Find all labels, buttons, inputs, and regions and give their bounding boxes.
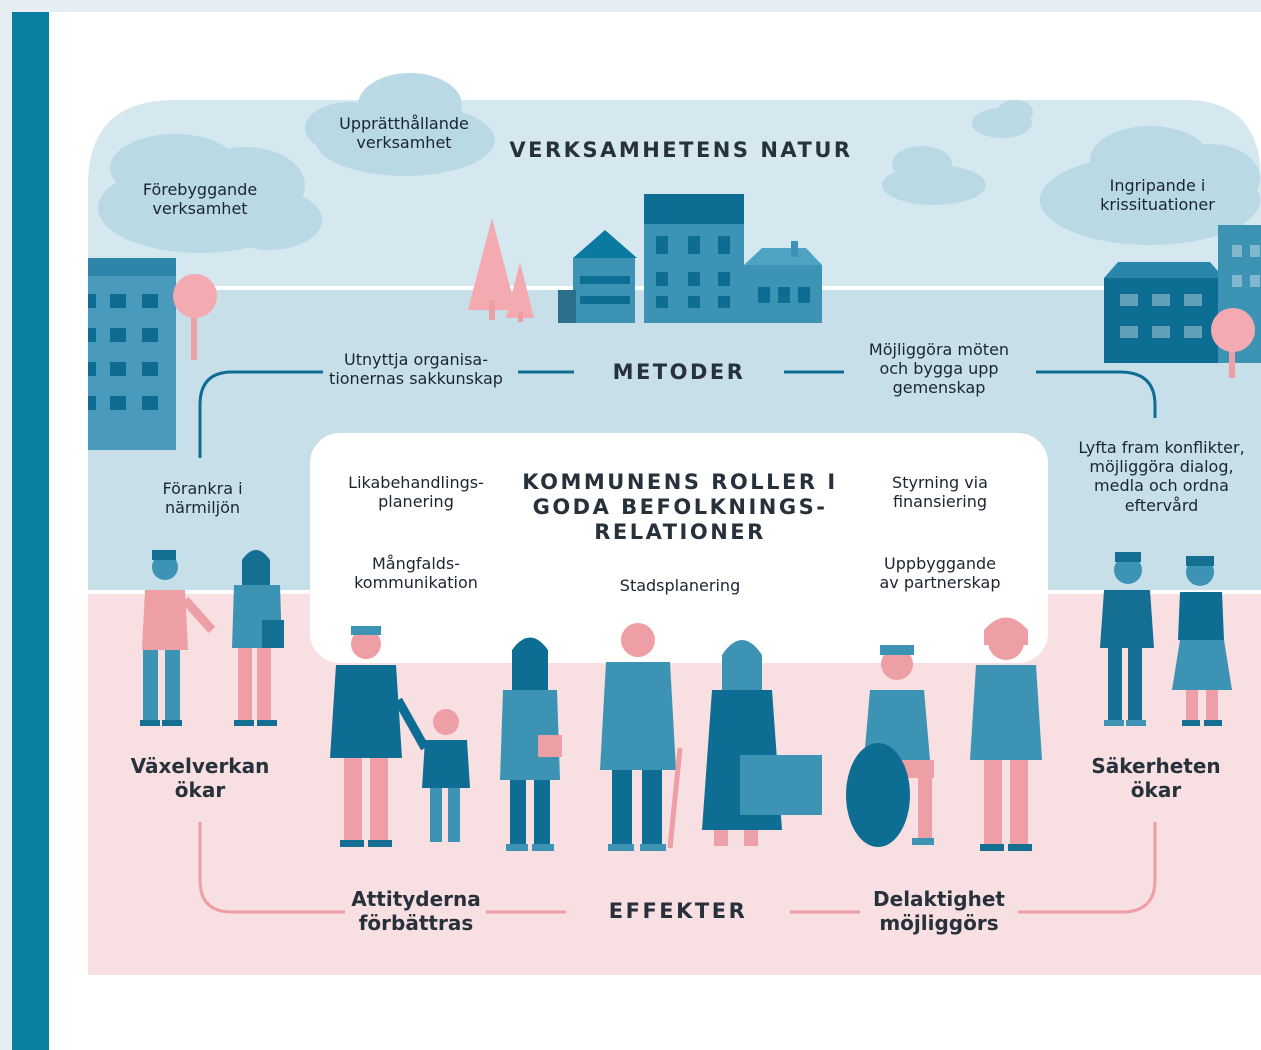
label-role-partnership: Uppbyggande av partnerskap <box>879 554 1001 593</box>
label-method-conflict: Lyfta fram konflikter, möjliggöra dialog… <box>1078 438 1245 515</box>
label-effect-participation: Delaktighet möjliggörs <box>873 887 1005 935</box>
label-role-financing: Styrning via finansiering <box>892 473 988 512</box>
cloud-intervening <box>1040 126 1260 245</box>
cloud-small-1 <box>972 100 1033 138</box>
label-preventive: Förebyggande verksamhet <box>142 180 258 219</box>
person-man-child <box>330 626 470 847</box>
cloud-preventive <box>98 134 322 253</box>
person-left-2 <box>232 550 284 726</box>
heading-effects: EFFEKTER <box>608 899 748 923</box>
cloud-small-2 <box>882 146 986 205</box>
tree-right <box>1211 308 1255 378</box>
person-right-center <box>970 617 1042 851</box>
person-woman-sign <box>702 640 822 846</box>
connector-effects-left <box>198 822 345 914</box>
tree-left <box>173 274 217 360</box>
connector-methods-left <box>198 370 323 458</box>
connector-effects-right <box>1018 822 1157 914</box>
label-method-anchor: Förankra i närmiljön <box>162 479 243 518</box>
label-effect-interaction: Växelverkan ökar <box>130 754 270 802</box>
person-right-1 <box>1100 552 1154 726</box>
label-method-expertise: Utnyttja organisa- tionernas sakkunskap <box>329 350 503 389</box>
person-right-2 <box>1172 556 1232 726</box>
trees-center <box>468 218 534 322</box>
cloud-maintaining <box>305 73 495 176</box>
heading-roles: KOMMUNENS ROLLER I GODA BEFOLKNINGS- REL… <box>522 470 838 545</box>
label-effect-safety: Säkerheten ökar <box>1091 754 1221 802</box>
label-effect-attitudes: Attityderna förbättras <box>351 887 481 935</box>
label-role-diversity: Mångfalds- kommunikation <box>354 554 478 593</box>
label-method-meetings: Möjliggöra möten och bygga upp gemenskap <box>868 340 1010 398</box>
roles-box <box>310 433 1048 663</box>
label-maintaining: Upprätthållande verksamhet <box>339 114 469 153</box>
label-intervening: Ingripande i krissituationer <box>1100 176 1215 215</box>
person-left-1 <box>140 550 216 726</box>
person-wheelchair <box>846 645 934 847</box>
buildings-center <box>558 194 822 323</box>
connector-methods-right <box>1036 370 1157 418</box>
person-woman-bag <box>500 637 562 851</box>
person-elder-cane <box>600 623 683 851</box>
left-accent-bar <box>12 12 49 1050</box>
heading-nature: VERKSAMHETENS NATUR <box>509 138 853 162</box>
heading-methods: METODER <box>612 360 746 384</box>
label-role-urban: Stadsplanering <box>619 576 741 595</box>
label-role-equality: Likabehandlings- planering <box>348 473 484 512</box>
building-left <box>88 258 176 450</box>
